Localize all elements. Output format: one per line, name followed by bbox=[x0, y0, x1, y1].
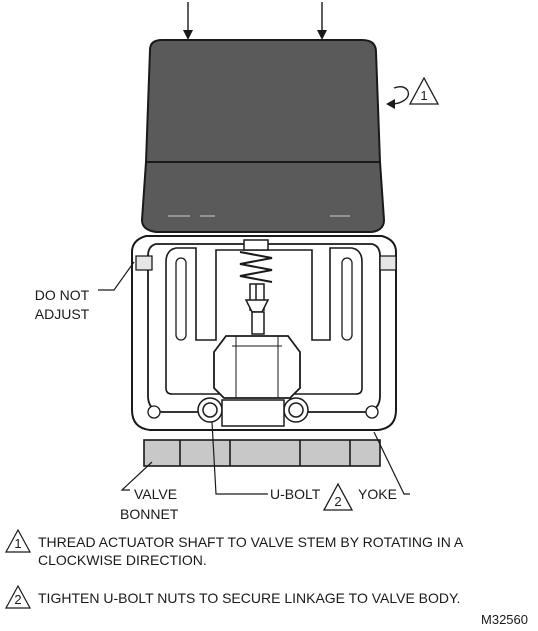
note-1: 1 THREAD ACTUATOR SHAFT TO VALVE STEM BY… bbox=[4, 528, 464, 568]
label-valve: VALVE bbox=[134, 486, 177, 502]
rotation-arrow-icon bbox=[386, 86, 410, 109]
note-2-line-1: TIGHTEN U-BOLT NUTS TO SECURE LINKAGE TO… bbox=[38, 590, 460, 606]
figure-code: M32560 bbox=[481, 612, 528, 627]
label-bonnet: BONNET bbox=[120, 506, 179, 522]
note-1-line-2: CLOCKWISE DIRECTION. bbox=[38, 552, 207, 568]
valve-bonnet bbox=[143, 439, 381, 467]
callout-1-number: 1 bbox=[420, 88, 427, 103]
leader-lines bbox=[98, 261, 410, 495]
label-do-not-adjust-1: DO NOT bbox=[35, 287, 90, 303]
note-2-marker: 2 bbox=[14, 592, 21, 607]
callout-triangle-2: 2 bbox=[322, 482, 354, 511]
actuator-housing bbox=[140, 39, 386, 233]
valve-stem-assembly bbox=[213, 239, 301, 399]
label-u-bolt: U-BOLT bbox=[270, 486, 321, 502]
note-1-line-1: THREAD ACTUATOR SHAFT TO VALVE STEM BY R… bbox=[38, 534, 464, 550]
callout-triangle-1: 1 bbox=[408, 76, 440, 105]
note-1-marker: 1 bbox=[14, 536, 21, 551]
callout-2-number: 2 bbox=[334, 494, 341, 509]
label-yoke: YOKE bbox=[358, 486, 397, 502]
note-2: 2 TIGHTEN U-BOLT NUTS TO SECURE LINKAGE … bbox=[4, 584, 460, 609]
u-bolt-nuts bbox=[197, 397, 309, 427]
downward-arrows bbox=[183, 2, 327, 40]
label-do-not-adjust-2: ADJUST bbox=[35, 306, 90, 322]
part-labels: DO NOT ADJUST VALVE BONNET U-BOLT YOKE bbox=[35, 287, 397, 522]
